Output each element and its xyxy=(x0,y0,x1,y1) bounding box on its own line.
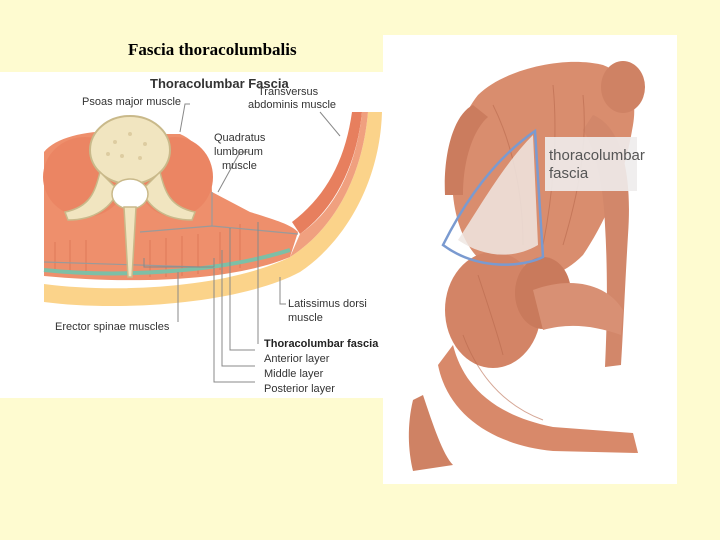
label-transversus-1: Transversus xyxy=(258,86,318,99)
label-fascia-heading: Thoracolumbar fascia xyxy=(264,338,378,351)
fascia-callout-line2: fascia xyxy=(549,165,637,183)
fascia-callout: thoracolumbar fascia xyxy=(545,137,637,191)
slide-title: Fascia thoracolumbalis xyxy=(128,40,297,60)
label-latissimus-1: Latissimus dorsi xyxy=(288,298,367,311)
label-psoas: Psoas major muscle xyxy=(82,96,181,109)
label-quadratus-1: Quadratus xyxy=(214,132,265,145)
label-erector: Erector spinae muscles xyxy=(55,321,169,334)
label-latissimus-2: muscle xyxy=(288,312,323,325)
label-quadratus-2: lumborum xyxy=(214,146,263,159)
label-anterior-layer: Anterior layer xyxy=(264,353,329,366)
muscular-figure-panel: thoracolumbar fascia xyxy=(383,35,677,484)
label-transversus-2: abdominis muscle xyxy=(248,99,336,112)
label-posterior-layer: Posterior layer xyxy=(264,383,335,396)
label-middle-layer: Middle layer xyxy=(264,368,323,381)
cross-section-diagram: Thoracolumbar Fascia Psoas major muscle … xyxy=(0,72,385,398)
fascia-callout-line1: thoracolumbar xyxy=(549,147,637,165)
label-quadratus-3: muscle xyxy=(222,160,257,173)
muscular-figure-illustration xyxy=(383,35,677,484)
